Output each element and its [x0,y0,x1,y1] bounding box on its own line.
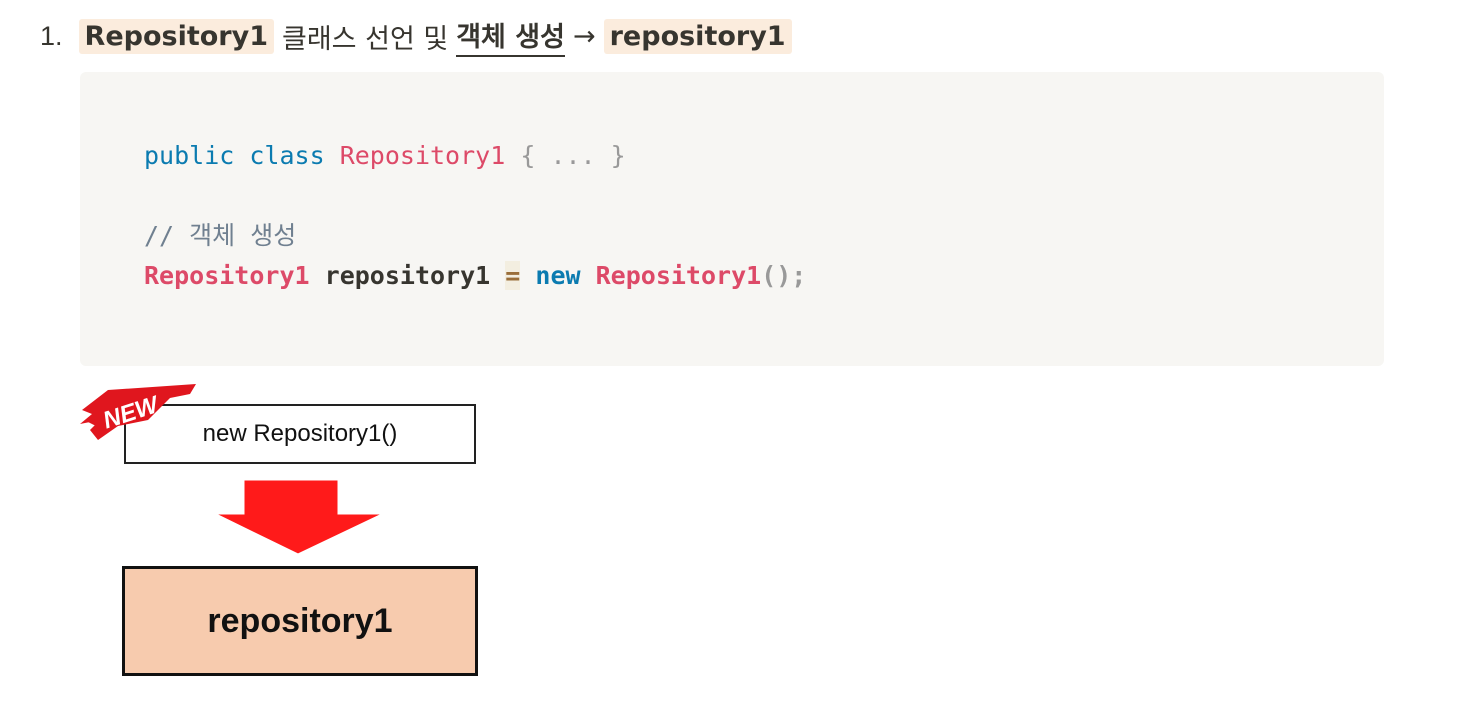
instance-name-highlight: repository1 [603,18,792,54]
right-arrow-icon: → [572,20,596,52]
code-comment: // 객체 생성 [144,221,297,250]
code-body: { ... } [520,141,626,170]
constructor-call-box: new Repository1() [124,404,476,464]
code-variable: repository1 [324,261,491,290]
class-name-highlight: Repository1 [78,18,274,54]
object-creation-diagram: new Repository1() NEW repository1 [78,380,498,680]
code-keyword: new [535,261,581,290]
code-content: public class Repository1 { ... } // 객체 생… [144,136,806,296]
new-badge-icon: NEW [80,384,196,440]
underlined-text: 객체 생성 [456,15,565,57]
code-keyword: public [144,141,235,170]
instance-box: repository1 [122,566,478,676]
code-punctuation: (); [761,261,807,290]
list-item-heading: 1. Repository1 클래스 선언 및 객체 생성 → reposito… [40,14,792,58]
code-keyword: class [249,141,325,170]
code-class-name: Repository1 [339,141,506,170]
code-operator: = [505,261,521,290]
heading-text: 클래스 선언 및 [282,23,449,55]
down-arrow-icon [216,479,383,555]
code-constructor: Repository1 [595,261,762,290]
list-number: 1. [40,20,63,51]
code-block[interactable]: public class Repository1 { ... } // 객체 생… [80,72,1384,366]
code-type: Repository1 [144,261,310,290]
